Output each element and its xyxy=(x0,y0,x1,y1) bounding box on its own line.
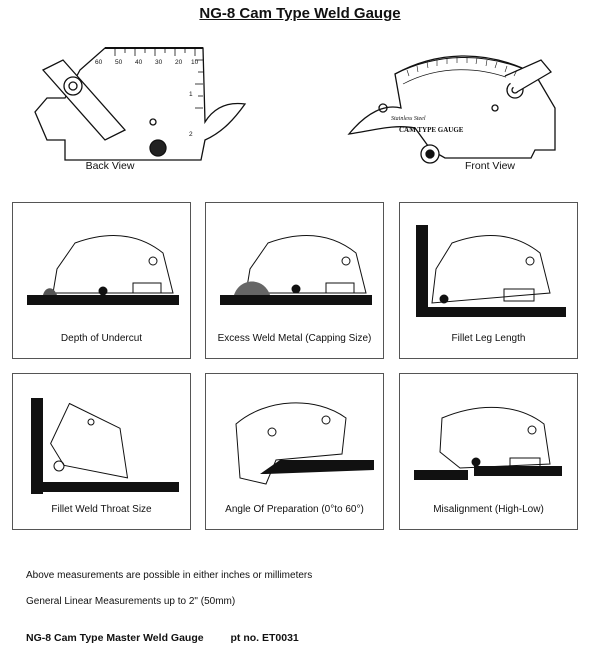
back-view-caption: Back View xyxy=(85,160,135,172)
panel-fillet-weld-throat: Fillet Weld Throat Size xyxy=(12,373,191,530)
footer: NG-8 Cam Type Master Weld Gauge pt no. E… xyxy=(26,632,299,644)
svg-text:2: 2 xyxy=(189,131,193,138)
note-linear-range: General Linear Measurements up to 2" (50… xyxy=(26,596,236,607)
svg-text:20: 20 xyxy=(175,59,183,66)
back-view-drawing: 60 50 40 30 20 10 1 2 xyxy=(25,40,250,165)
panel-depth-of-undercut: Depth of Undercut xyxy=(12,202,191,359)
svg-text:Stainless Steel: Stainless Steel xyxy=(391,116,426,122)
svg-text:30: 30 xyxy=(155,59,163,66)
svg-text:1: 1 xyxy=(189,91,193,98)
page-title: NG-8 Cam Type Weld Gauge xyxy=(199,5,401,22)
svg-text:10: 10 xyxy=(191,59,199,66)
svg-text:40: 40 xyxy=(135,59,143,66)
svg-text:50: 50 xyxy=(115,59,123,66)
part-number: pt no. ET0031 xyxy=(230,632,299,644)
svg-text:CAM TYPE GAUGE: CAM TYPE GAUGE xyxy=(399,126,464,134)
panel-label: Angle Of Preparation (0°to 60°) xyxy=(225,504,364,515)
panel-label: Fillet Weld Throat Size xyxy=(51,504,152,515)
panel-excess-weld-metal: Excess Weld Metal (Capping Size) xyxy=(205,202,384,359)
svg-text:60: 60 xyxy=(95,59,103,66)
panel-angle-of-preparation: Angle Of Preparation (0°to 60°) xyxy=(205,373,384,530)
front-view-caption: Front View xyxy=(465,160,515,172)
product-name: NG-8 Cam Type Master Weld Gauge xyxy=(26,632,204,644)
panel-label: Excess Weld Metal (Capping Size) xyxy=(217,333,372,344)
panel-label: Misalignment (High-Low) xyxy=(433,504,544,515)
panel-label: Depth of Undercut xyxy=(60,333,143,344)
note-units: Above measurements are possible in eithe… xyxy=(26,570,313,581)
panel-label: Fillet Leg Length xyxy=(451,333,526,344)
panel-misalignment: Misalignment (High-Low) xyxy=(399,373,578,530)
panel-fillet-leg-length: Fillet Leg Length xyxy=(399,202,578,359)
front-view-drawing: Stainless Steel CAM TYPE GAUGE xyxy=(345,38,560,166)
